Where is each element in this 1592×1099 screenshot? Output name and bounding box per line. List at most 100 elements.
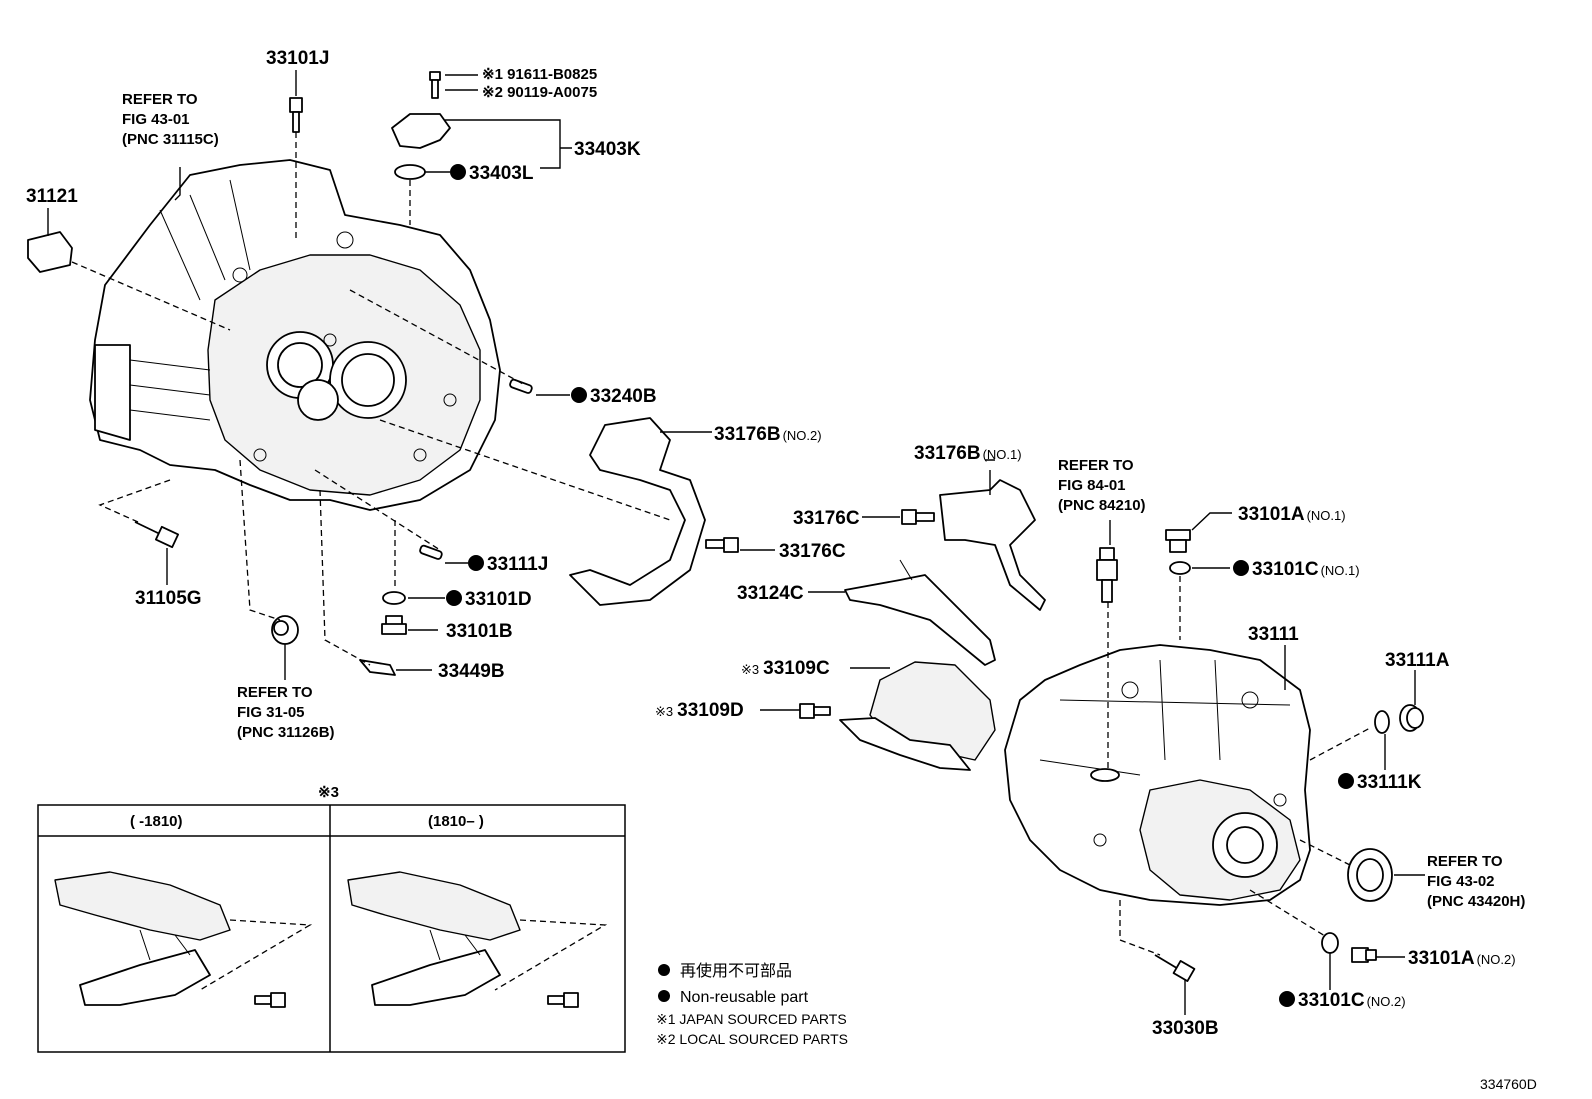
refer-line: REFER TO (237, 684, 313, 701)
label-31121: 31121 (26, 186, 78, 207)
legend: 再使用不可部品 Non-reusable part ※1 JAPAN SOURC… (656, 962, 848, 1047)
bolt-note-line2: ※2 90119-A0075 (482, 84, 597, 101)
part-number: 33176B (914, 443, 981, 464)
plug-33101B (381, 615, 407, 635)
part-suffix: (NO.1) (983, 447, 1022, 462)
plug-31121 (27, 231, 73, 273)
plate-33449B (359, 659, 396, 676)
refer-line: FIG 43-02 (1427, 873, 1495, 890)
plate-33124C (844, 559, 996, 666)
nonreusable-dot (1338, 773, 1354, 789)
part-number: 33101C (1298, 990, 1365, 1011)
label-33403K: 33403K (574, 139, 641, 160)
legend-dot-en (658, 990, 670, 1002)
bolt-33101J (289, 97, 303, 133)
nonreusable-dot (446, 590, 462, 606)
label-33176C-a: 33176C (793, 508, 860, 529)
transmission-housing-left (89, 159, 501, 511)
plug-33111A (1399, 704, 1424, 732)
nonreusable-dot (468, 555, 484, 571)
bolt-33109D (799, 703, 831, 719)
inset-marker: ※3 (318, 784, 339, 801)
bolt-31105G (134, 521, 180, 549)
legend-note2: ※2 LOCAL SOURCED PARTS (656, 1031, 848, 1047)
variant-inset: ※3 ( -1810) (1810– ) (37, 784, 626, 1053)
label-33109D: ※3 33109D (655, 700, 744, 721)
plug-ref-31-05 (271, 615, 299, 645)
plug-33101A-no1 (1165, 529, 1191, 553)
label-33111: 33111 (1248, 624, 1299, 645)
part-prefix: ※3 (741, 662, 759, 677)
part-suffix: (NO.2) (1477, 952, 1516, 967)
sensor-cover-33403K (391, 71, 451, 180)
label-33109C: ※3 33109C (741, 658, 830, 679)
part-number: 33176B (714, 424, 781, 445)
nonreusable-dot (571, 387, 587, 403)
refer-note-84-01: REFER TO FIG 84-01 (PNC 84210) (1058, 457, 1146, 514)
label-33449B: 33449B (438, 661, 505, 682)
part-number: 33101A (1238, 504, 1305, 525)
legend-note1: ※1 JAPAN SOURCED PARTS (656, 1011, 847, 1027)
label-33111J: 33111J (487, 554, 548, 575)
legend-en: Non-reusable part (680, 989, 809, 1006)
part-suffix: (NO.1) (1321, 563, 1360, 578)
diagram-code: 334760D (1480, 1076, 1537, 1092)
label-33111A: 33111A (1385, 650, 1450, 671)
refer-line: (PNC 43420H) (1427, 893, 1525, 910)
pin-33240B (509, 378, 533, 394)
plug-33101A-no2 (1351, 947, 1377, 963)
part-number: 33109D (677, 700, 744, 721)
refer-note-43-01: REFER TO FIG 43-01 (PNC 31115C) (122, 91, 219, 148)
refer-line: (PNC 84210) (1058, 497, 1146, 514)
refer-line: FIG 43-01 (122, 111, 190, 128)
refer-line: FIG 84-01 (1058, 477, 1126, 494)
legend-dot-jp (658, 964, 670, 976)
label-31105G: 31105G (135, 588, 202, 609)
gasket-33101C-no1 (1169, 561, 1191, 575)
part-prefix: ※3 (655, 704, 673, 719)
label-33101A-no1: 33101A(NO.1) (1238, 504, 1346, 525)
label-33111K: 33111K (1357, 772, 1422, 793)
refer-line: REFER TO (1427, 853, 1503, 870)
inset-left-header: ( -1810) (130, 813, 183, 830)
nonreusable-dot (1233, 560, 1249, 576)
inset-frame (37, 804, 626, 1053)
refer-note-31-05: REFER TO FIG 31-05 (PNC 31126B) (237, 684, 335, 741)
part-number: 33109C (763, 658, 830, 679)
label-33240B: 33240B (590, 386, 657, 407)
part-suffix: (NO.1) (1307, 508, 1346, 523)
label-33176C-b: 33176C (779, 541, 846, 562)
refer-line: (PNC 31115C) (122, 131, 219, 148)
label-33101J: 33101J (266, 48, 329, 69)
refer-line: (PNC 31126B) (237, 724, 335, 741)
bolt-note-line1: ※1 91611-B0825 (482, 66, 597, 83)
label-33101A-no2: 33101A(NO.2) (1408, 948, 1516, 969)
gasket-33101C-no2 (1321, 932, 1339, 954)
refer-note-43-02: REFER TO FIG 43-02 (PNC 43420H) (1427, 853, 1525, 910)
label-33176B-no2: 33176B(NO.2) (714, 424, 822, 445)
label-33101B: 33101B (446, 621, 513, 642)
label-33124C: 33124C (737, 583, 804, 604)
transmission-case-33111 (1004, 644, 1311, 906)
nonreusable-dot (1279, 991, 1295, 1007)
variant-right-illustration (347, 871, 608, 1008)
pin-33111J (419, 544, 443, 560)
cover-33109C (839, 661, 996, 771)
refer-line: REFER TO (122, 91, 198, 108)
variant-left-illustration (54, 871, 313, 1008)
part-suffix: (NO.2) (1367, 994, 1406, 1009)
label-33101D: 33101D (465, 589, 532, 610)
bolt-33176C-b (705, 537, 739, 553)
gasket-33101D (382, 591, 406, 605)
nonreusable-dot (450, 164, 466, 180)
label-33176B-no1: 33176B(NO.1) (914, 443, 1022, 464)
part-number: 33101A (1408, 948, 1475, 969)
bracket-33176B-no1 (939, 479, 1046, 611)
inset-right-header: (1810– ) (428, 813, 484, 830)
part-suffix: (NO.2) (783, 428, 822, 443)
label-33030B: 33030B (1152, 1018, 1219, 1039)
leader-lines (47, 70, 1425, 1015)
bracket-33176B-no2 (569, 417, 706, 606)
label-33101C-no2: 33101C(NO.2) (1298, 990, 1406, 1011)
